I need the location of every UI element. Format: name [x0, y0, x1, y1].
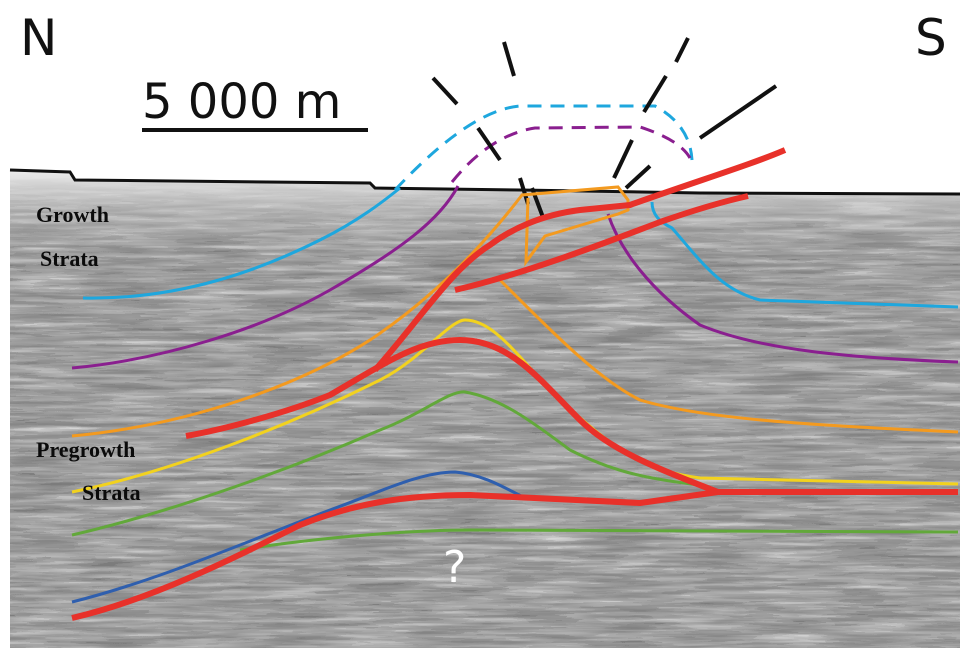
green-horizon-upper: [71, 390, 701, 537]
green-horizon-lower: [239, 528, 959, 552]
scale-bar-label: 5 000 m: [142, 74, 341, 130]
thrust-fault-backlimb: [454, 193, 749, 293]
cyan-horizon: [82, 186, 401, 300]
thrust-fault-splay: [372, 147, 787, 373]
growth-strata-label-line1: Growth: [36, 202, 109, 227]
unknown-structure-mark: ?: [443, 542, 466, 593]
purple-horizon-south: [606, 213, 959, 364]
purple-horizon: [71, 185, 460, 370]
orange-horizon-south: [498, 278, 959, 434]
south-label: S: [915, 9, 947, 67]
cyan-dashed-eroded-horizon: [393, 104, 694, 192]
seismic-image: [10, 170, 960, 648]
pregrowth-strata-label-line2: Strata: [82, 480, 141, 505]
thrust-fault: [71, 489, 958, 621]
orange-horizon: [71, 185, 630, 438]
growth-strata-label-line2: Strata: [40, 246, 99, 271]
pregrowth-strata-label-line1: Pregrowth: [36, 437, 135, 462]
cyan-horizon-south: [650, 201, 959, 309]
purple-dashed-eroded-horizon: [450, 125, 692, 183]
blue-horizon: [71, 470, 526, 604]
north-label: N: [20, 9, 57, 67]
thrust-fault-ramp: [185, 337, 720, 495]
